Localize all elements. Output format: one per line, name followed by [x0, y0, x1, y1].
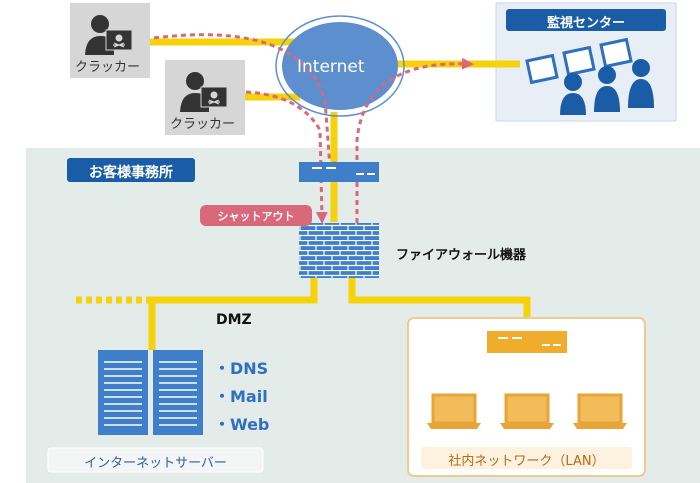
- monitor-operators-icon: [525, 37, 654, 115]
- attack-arrows: [153, 33, 474, 232]
- internet-cloud: [282, 22, 398, 110]
- internet-label: Internet: [297, 57, 365, 77]
- service-dns: ・DNS: [214, 359, 269, 378]
- router-icon: [487, 331, 567, 353]
- firewall-label: ファイアウォール機器: [396, 248, 527, 263]
- lan-label-box: [421, 447, 632, 469]
- monitoring-center-badge: [506, 9, 666, 31]
- server-label: インターネットサーバー: [84, 456, 227, 471]
- service-web: ・Web: [214, 415, 270, 434]
- service-mail: ・Mail: [214, 387, 268, 406]
- laptop-icon: [427, 393, 481, 429]
- hacker-icon: [70, 3, 150, 78]
- office-badge: [67, 158, 195, 182]
- server-label-box: [47, 447, 264, 473]
- firewall-brick-icon: [299, 223, 379, 278]
- shutout-badge: [200, 205, 312, 226]
- router-icon: [299, 162, 379, 182]
- lan-label: 社内ネットワーク（LAN）: [448, 454, 605, 469]
- attacker-label: クラッカー: [75, 60, 141, 75]
- laptop-icon: [500, 393, 554, 429]
- monitoring-center-label: 監視センター: [546, 16, 625, 31]
- shutout-label: シャットアウト: [217, 210, 295, 223]
- dmz-label: DMZ: [216, 312, 252, 328]
- hacker-icon: [165, 60, 245, 135]
- attacker-label: クラッカー: [170, 117, 236, 132]
- laptop-icon: [573, 393, 627, 429]
- server-rack-icon: [98, 350, 203, 435]
- office-label: お客様事務所: [89, 165, 173, 181]
